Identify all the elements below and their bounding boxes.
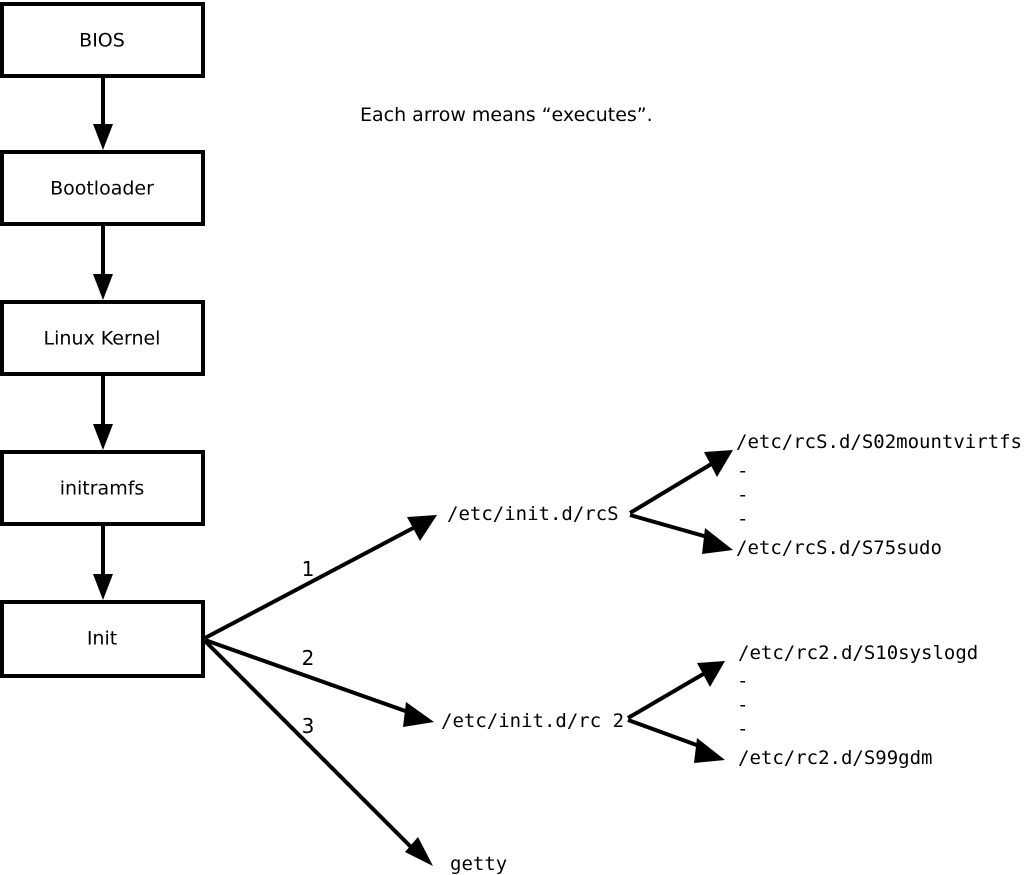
node-initramfs[interactable]: initramfs	[0, 450, 205, 526]
label-getty: getty	[450, 853, 507, 875]
branch-number-2: 2	[302, 646, 315, 670]
edge-init-to-rc2	[204, 638, 434, 727]
edge-init-to-getty	[203, 639, 433, 866]
arrowhead-icon	[704, 450, 733, 477]
kernel-box[interactable]	[0, 300, 205, 376]
rc2-ellipsis-dash-3: -	[737, 718, 748, 740]
node-bios[interactable]: BIOS	[0, 2, 205, 78]
bios-label: BIOS	[79, 30, 125, 52]
node-bootloader[interactable]: Bootloader	[0, 150, 205, 226]
rc2-ellipsis-dash-2: -	[737, 694, 748, 716]
legend-note: Each arrow means “executes”.	[360, 104, 653, 126]
arrowhead-icon	[697, 661, 725, 687]
node-kernel[interactable]: Linux Kernel	[0, 300, 205, 376]
label-init-d-rc2: /etc/init.d/rc 2	[441, 710, 624, 732]
rc2-ellipsis-dash-1: -	[737, 670, 748, 692]
edge-rcs-to-last-script	[629, 513, 733, 554]
edge-bios-to-bootloader	[93, 76, 113, 150]
edge-line	[203, 639, 414, 850]
edge-rcs-to-first-script	[628, 450, 733, 515]
edge-init-to-rcs	[204, 515, 437, 640]
edge-line	[204, 524, 418, 640]
rcs-ellipsis-dash-3: -	[737, 508, 748, 530]
arrowhead-down-icon	[93, 574, 113, 600]
rcs-ellipsis-dash-1: -	[737, 460, 748, 482]
edge-kernel-to-initramfs	[93, 374, 113, 450]
arrowhead-icon	[405, 837, 433, 866]
edge-line	[627, 718, 703, 749]
edge-line	[629, 513, 712, 540]
edge-bootloader-to-kernel	[93, 224, 113, 300]
node-init[interactable]: Init	[0, 600, 205, 678]
bios-box[interactable]	[0, 2, 205, 78]
branch-number-3: 3	[302, 714, 315, 738]
edge-rc2-to-first-script	[626, 661, 725, 720]
arrowhead-icon	[694, 738, 725, 763]
edge-rc2-to-last-script	[627, 718, 725, 763]
init-label: Init	[87, 628, 117, 650]
arrowhead-icon	[403, 702, 434, 727]
arrowhead-down-icon	[93, 124, 113, 150]
edge-line	[204, 638, 412, 715]
arrowhead-down-icon	[93, 424, 113, 450]
label-rcs-last-script: /etc/rcS.d/S75sudo	[736, 537, 942, 559]
arrowhead-icon	[407, 515, 437, 541]
branch-number-1: 1	[302, 557, 315, 581]
edge-initramfs-to-init	[93, 524, 113, 600]
bootloader-box[interactable]	[0, 150, 205, 226]
label-rcs-first-script: /etc/rcS.d/S02mountvirtfs	[736, 431, 1022, 453]
label-init-d-rcs: /etc/init.d/rcS	[447, 503, 619, 525]
label-rc2-last-script: /etc/rc2.d/S99gdm	[738, 747, 932, 769]
initramfs-label: initramfs	[60, 478, 145, 500]
kernel-label: Linux Kernel	[44, 328, 161, 350]
init-box[interactable]	[0, 600, 205, 678]
edge-line	[628, 461, 715, 515]
edge-line	[626, 671, 707, 720]
bootloader-label: Bootloader	[50, 178, 154, 200]
arrowhead-down-icon	[93, 274, 113, 300]
arrowhead-icon	[702, 528, 733, 554]
label-rc2-first-script: /etc/rc2.d/S10syslogd	[738, 642, 978, 664]
rcs-ellipsis-dash-2: -	[737, 484, 748, 506]
